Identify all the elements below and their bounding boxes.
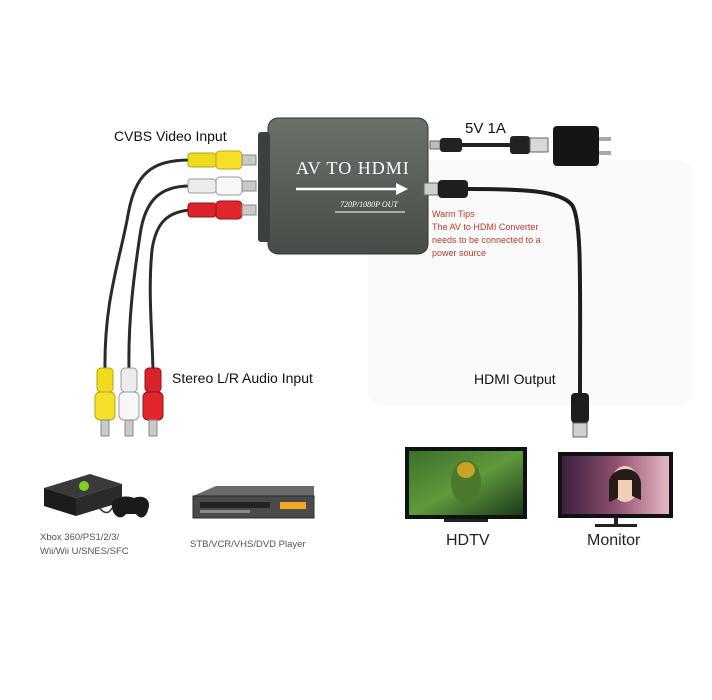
warm-tips-line: power source	[432, 248, 487, 258]
hdtv-label: HDTV	[446, 532, 490, 549]
monitor-label: Monitor	[587, 532, 641, 549]
hdmi-output-label: HDMI Output	[474, 371, 556, 387]
av-to-hdmi-converter	[258, 117, 429, 255]
consoles-label-line: Xbox 360/PS1/2/3/	[40, 532, 120, 543]
warm-tips: Warm Tips The AV to HDMI Converter needs…	[432, 208, 541, 260]
warm-tips-line: needs to be connected to a	[432, 235, 541, 245]
background-panel	[368, 160, 693, 405]
hdtv-icon	[405, 447, 527, 522]
rca-plugs-bottom	[94, 367, 164, 437]
power-spec-label: 5V 1A	[465, 120, 506, 137]
consoles-label-line: Wii/Wii U/SNES/SFC	[40, 546, 129, 557]
warm-tips-title: Warm Tips	[432, 209, 475, 219]
consoles-label: Xbox 360/PS1/2/3/ Wii/Wii U/SNES/SFC	[40, 531, 129, 559]
converter-title: AV TO HDMI	[296, 158, 410, 178]
stereo-audio-input-label: Stereo L/R Audio Input	[172, 370, 313, 386]
converter-resolution: 720P/1080P OUT	[340, 200, 398, 209]
warm-tips-line: The AV to HDMI Converter	[432, 222, 539, 232]
usb-cable-icon	[429, 136, 549, 154]
rca-plugs-top	[187, 150, 257, 220]
player-label: STB/VCR/VHS/DVD Player	[190, 539, 306, 550]
hdmi-cable-icon	[423, 180, 589, 438]
power-adapter-icon	[553, 126, 611, 166]
dvd-player-icon	[192, 486, 315, 519]
cvbs-video-input-label: CVBS Video Input	[114, 128, 227, 144]
game-console-icon	[44, 474, 150, 518]
rca-cable-icon	[103, 158, 192, 372]
monitor-icon	[558, 452, 673, 527]
